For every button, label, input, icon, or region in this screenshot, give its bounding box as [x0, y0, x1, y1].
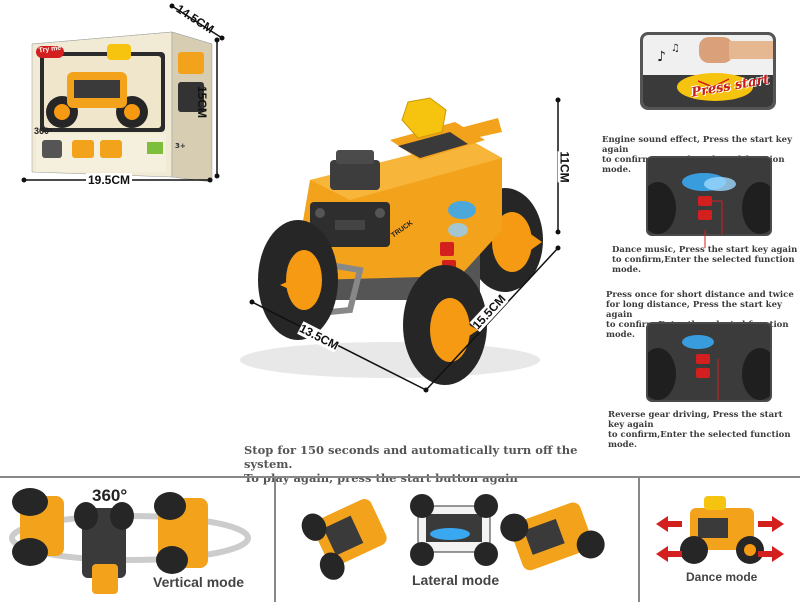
mode-divider [638, 478, 640, 602]
truck-dimension-lines [249, 97, 561, 393]
distance-note-line: Press once for short distance and twice [606, 290, 794, 300]
dance-note: Dance music, Press the start key again t… [612, 245, 798, 275]
auto-off-line-2: To play again, press the start button ag… [244, 471, 518, 485]
press-start-illustration: ♪ ♫ [643, 37, 773, 107]
dance-note-line: to confirm,Enter the selected function m… [612, 255, 795, 275]
reverse-note-line: to confirm,Enter the selected function m… [608, 430, 791, 450]
reverse-note-line: Reverse gear driving, Press the start ke… [608, 410, 783, 430]
package-box: Try me 360° 3+ [22, 22, 213, 183]
svg-text:♪: ♪ [657, 49, 666, 65]
age-label: 3+ [175, 142, 186, 150]
function-panel-1 [646, 156, 772, 236]
mode-divider [274, 478, 276, 602]
svg-text:♫: ♫ [671, 43, 680, 54]
package-height-label: 15CM [195, 85, 210, 119]
vertical-mode-illustration [9, 488, 251, 594]
reverse-note: Reverse gear driving, Press the start ke… [608, 410, 798, 450]
function-panel-2-illustration [648, 324, 770, 400]
auto-off-line-1: Stop for 150 seconds and automatically t… [244, 443, 578, 471]
package-box-illustration [31, 31, 213, 183]
modes-strip: 360° Vertical mode Lateral mode [0, 476, 800, 602]
function-panel-2 [646, 322, 772, 402]
truck-height-label: 11CM [557, 151, 572, 183]
package-width-label: 19.5CM [86, 173, 133, 187]
dance-mode-label: Dance mode [686, 570, 758, 584]
vertical-mode-label: Vertical mode [153, 574, 245, 590]
main-truck-illustration [240, 97, 543, 385]
lateral-mode-label: Lateral mode [412, 572, 500, 588]
lateral-mode-illustration [301, 494, 605, 580]
press-start-panel: ♪ ♫ Press start [640, 32, 776, 110]
box-360-label: 360° [34, 126, 53, 136]
vertical-360-badge: 360° [92, 486, 128, 505]
connector-line [704, 230, 706, 248]
function-panel-1-illustration [648, 158, 770, 234]
dance-note-line: Dance music, Press the start key again [612, 245, 798, 255]
distance-note-line: for long distance, Press the start key a… [606, 300, 782, 320]
dance-mode-illustration [656, 496, 784, 564]
auto-off-caption: Stop for 150 seconds and automatically t… [244, 443, 624, 485]
engine-note-line: Engine sound effect, Press the start key… [602, 135, 793, 155]
